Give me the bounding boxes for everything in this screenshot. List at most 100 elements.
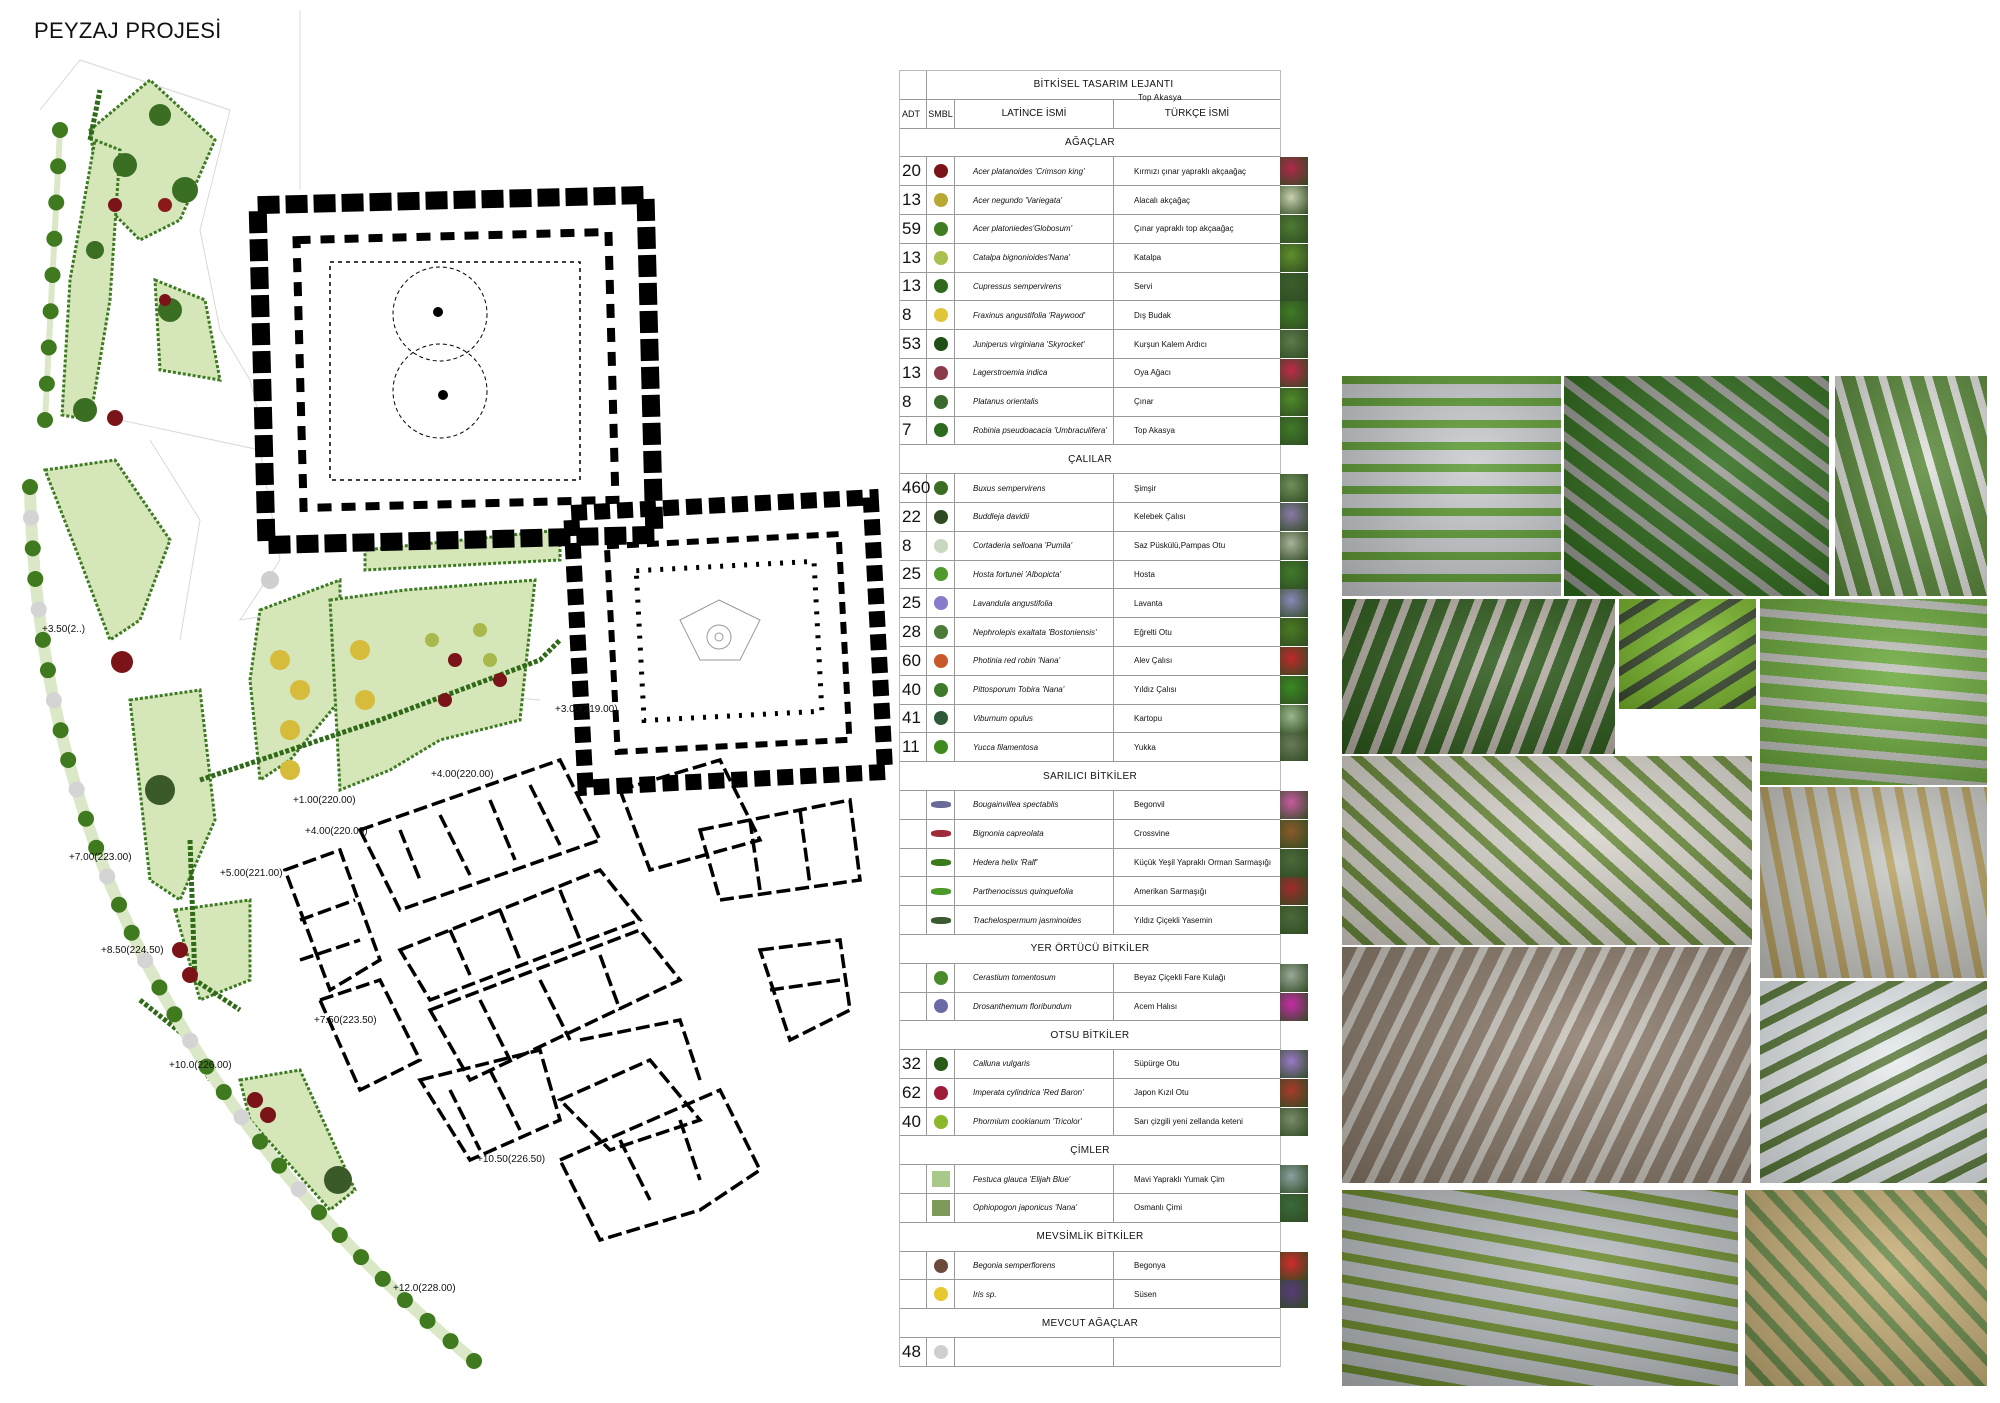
- plant-photo-thumbnail: [1280, 963, 1308, 992]
- elevation-label: +7.00(223.00): [69, 852, 132, 863]
- plant-symbol-icon: [933, 337, 948, 352]
- plant-symbol-cell: [927, 906, 955, 934]
- site-plan: +3.50(2..) +3.00(219.00) +4.00(220.00) +…: [22, 10, 894, 1369]
- plant-latin-name: Imperata cylindrica 'Red Baron': [955, 1078, 1114, 1107]
- plant-turkish-name: Kırmızı çınar yapraklı akçaağaç: [1134, 166, 1247, 176]
- promenade-tree: [331, 1226, 348, 1243]
- promenade-tree: [24, 540, 41, 557]
- plant-turkish-name: Alacalı akçağaç: [1134, 195, 1191, 205]
- promenade-tree: [38, 375, 55, 392]
- plant-photo-thumbnail: [1280, 416, 1308, 445]
- plant-photo-thumbnail: [1280, 906, 1308, 935]
- promenade-tree: [27, 570, 44, 587]
- plant-photo-thumbnail: [1280, 819, 1308, 848]
- plant-latin-name: Drosanthemum floribundum: [955, 992, 1114, 1021]
- plant-symbol-icon: [930, 801, 951, 809]
- promenade-tree: [271, 1157, 288, 1174]
- plant-symbol-cell: [927, 1050, 955, 1078]
- plant-latin-name: Festuca glauca 'Elijah Blue': [955, 1165, 1114, 1194]
- promenade-tree: [52, 722, 69, 739]
- promenade-tree: [233, 1109, 250, 1126]
- section-title: MEVCUT AĞAÇLAR: [1041, 1317, 1139, 1329]
- section-title: ÇİMLER: [1070, 1144, 1110, 1156]
- plant-latin-name: Cortaderia selloana 'Pumila': [955, 531, 1114, 560]
- plant-symbol-icon: [931, 1171, 950, 1188]
- plant-symbol-icon: [933, 509, 948, 524]
- plant-symbol-icon: [933, 164, 948, 179]
- plant-turkish-name: Oya Ağacı: [1134, 368, 1171, 378]
- plant-symbol-cell: [927, 1251, 955, 1280]
- promenade-tree: [374, 1270, 391, 1287]
- legend-row: Iris sp.Süsen: [900, 1280, 1308, 1310]
- plant-symbol-icon: [933, 308, 948, 323]
- elevation-label: +10.50(226.50): [477, 1154, 545, 1165]
- plant-quantity: 13: [900, 272, 927, 301]
- promenade-tree: [22, 479, 38, 495]
- plant-latin-name: Trachelospermum jasminoides: [955, 906, 1114, 934]
- plant-photo-thumbnail: [1280, 387, 1308, 416]
- legend-header-row: ADT SMBL LATİNCE İSMİ TÜRKÇE İSMİ: [900, 99, 1280, 129]
- legend-title-row: BİTKİSEL TASARIM LEJANTI Top Akasya: [900, 71, 1280, 102]
- photo-shade: [1745, 1190, 1987, 1386]
- plant-photo-thumbnail: [1280, 157, 1308, 186]
- plant-quantity: 32: [900, 1050, 927, 1078]
- photo-shade: [1760, 787, 1987, 978]
- elevation-label: +1.00(220.00): [293, 795, 356, 806]
- plant-symbol-icon: [933, 193, 948, 208]
- plant-latin-name: Lagerstroemia indica: [955, 358, 1114, 387]
- legend-row: Hedera helix 'Ralf'Küçük Yeşil Yapraklı …: [900, 848, 1308, 878]
- plant-latin-name: Juniperus virginiana 'Skyrocket': [955, 330, 1114, 358]
- plant-symbol-cell: [927, 733, 955, 762]
- promenade-tree: [34, 631, 51, 648]
- plant-photo-thumbnail: [1280, 330, 1308, 359]
- legend-section-header: SARILICI BİTKİLER: [900, 762, 1280, 791]
- legend-section-header: AĞAÇLAR: [900, 129, 1280, 158]
- plant-latin-name: Viburnum opulus: [955, 704, 1114, 733]
- plant-photo-thumbnail: [1280, 646, 1308, 675]
- plant-symbol-icon: [933, 970, 948, 985]
- plant-symbol-cell: [927, 848, 955, 877]
- legend-title: BİTKİSEL TASARIM LEJANTI: [1033, 79, 1174, 91]
- plant-latin-name: Cupressus sempervirens: [955, 272, 1114, 301]
- plant-symbol-icon: [933, 1085, 948, 1100]
- plant-symbol-icon: [930, 830, 951, 838]
- photo-shade: [1342, 1190, 1738, 1386]
- plant-photo-thumbnail: [1280, 1078, 1308, 1107]
- plant-quantity: [900, 790, 927, 819]
- promenade-tree: [88, 839, 105, 856]
- plant-symbol-icon: [933, 538, 948, 553]
- plant-photo-thumbnail: [1280, 531, 1308, 560]
- reference-photo-terrace-steps: [1760, 981, 1987, 1183]
- plant-latin-name: Cerastium tomentosum: [955, 963, 1114, 992]
- plant-latin-name: Acer platoniedes'Globosum': [955, 214, 1114, 243]
- plant-symbol-cell: [927, 358, 955, 387]
- plant-turkish-name: Sarı çizgili yeni zellanda keteni: [1134, 1117, 1243, 1127]
- planting-legend-table: BİTKİSEL TASARIM LEJANTI Top Akasya ADT …: [899, 70, 1308, 1367]
- plant-symbol-cell: [927, 387, 955, 416]
- legend-section-header: MEVCUT AĞAÇLAR: [900, 1309, 1280, 1339]
- plant-latin-name: [955, 1338, 1114, 1366]
- plant-quantity: 53: [900, 330, 927, 358]
- plant-photo-thumbnail: [1280, 301, 1308, 330]
- plant-quantity: [900, 1165, 927, 1194]
- plant-quantity: [900, 1280, 927, 1309]
- plant-latin-name: Platanus orientalis: [955, 387, 1114, 416]
- plant-latin-name: Bignonia capreolata: [955, 819, 1114, 848]
- section-title: MEVSİMLİK BİTKİLER: [1036, 1231, 1144, 1243]
- plant-symbol-icon: [933, 711, 948, 726]
- plant-turkish-name: Süsen: [1134, 1289, 1157, 1299]
- plant-symbol-cell: [927, 214, 955, 243]
- promenade-tree: [50, 158, 67, 175]
- legend-section-header: OTSU BİTKİLER: [900, 1021, 1280, 1051]
- plant-latin-name: Robinia pseudoacacia 'Umbraculifera': [955, 416, 1114, 445]
- promenade-tree: [60, 752, 77, 769]
- plant-quantity: [900, 848, 927, 877]
- legend-row: Festuca glauca 'Elijah Blue'Mavi Yaprakl…: [900, 1165, 1308, 1195]
- plant-symbol-cell: [927, 1078, 955, 1107]
- plant-turkish-name: Kartopu: [1134, 713, 1163, 723]
